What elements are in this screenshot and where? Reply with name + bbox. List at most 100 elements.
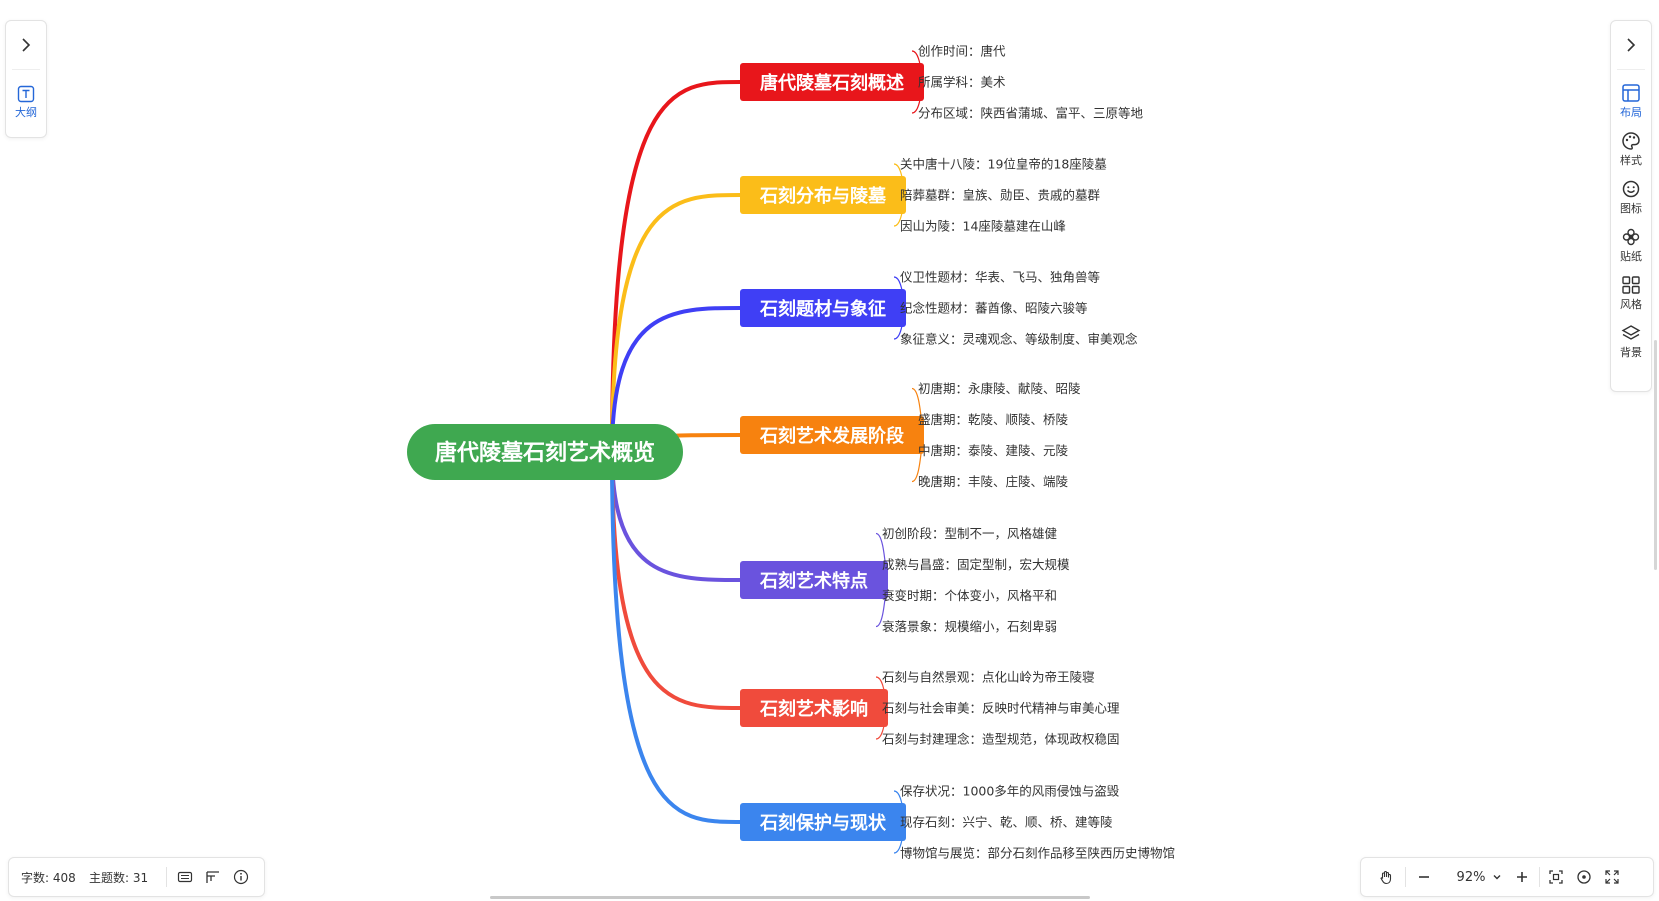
grid-icon: [1622, 276, 1640, 294]
info-icon: [233, 869, 249, 885]
subtopic[interactable]: 所属学科：美术: [918, 75, 1006, 90]
tool-theme-label: 风格: [1620, 298, 1642, 311]
fullscreen-button[interactable]: [1603, 868, 1621, 886]
tool-background[interactable]: 背景: [1611, 323, 1651, 371]
zoom-out-button[interactable]: [1415, 868, 1433, 886]
vertical-scrollbar[interactable]: [1654, 340, 1657, 570]
subtopic[interactable]: 保存状况：1000多年的风雨侵蚀与盗毁: [900, 784, 1120, 799]
hand-icon: [1380, 870, 1392, 885]
branch-topic[interactable]: 石刻题材与象征: [740, 289, 906, 327]
subtopic[interactable]: 盛唐期：乾陵、顺陵、桥陵: [918, 412, 1069, 427]
root-topic-text: 唐代陵墓石刻艺术概览: [435, 440, 655, 466]
topic-nodes: 唐代陵墓石刻艺术概览 唐代陵墓石刻概述创作时间：唐代所属学科：美术分布区域：陕西省…: [407, 44, 1175, 861]
subtopic[interactable]: 中唐期：泰陵、建陵、元陵: [918, 443, 1069, 458]
branch-topic-box: [740, 803, 906, 841]
branch-connector: [610, 306, 742, 454]
subtopic[interactable]: 因山为陵：14座陵墓建在山峰: [900, 219, 1066, 234]
zoom-in-button[interactable]: [1513, 868, 1531, 886]
branch-topic[interactable]: 石刻艺术特点: [740, 561, 888, 599]
subtopic[interactable]: 仪卫性题材：华表、飞马、独角兽等: [900, 270, 1100, 285]
word-count: 字数: 408: [21, 871, 76, 885]
horizontal-scrollbar[interactable]: [490, 896, 1090, 899]
subtopic[interactable]: 创作时间：唐代: [918, 44, 1006, 59]
expand-left-panel-button[interactable]: [6, 25, 46, 65]
zoom-value[interactable]: 92%: [1456, 869, 1486, 885]
subtopic[interactable]: 关中唐十八陵：19位皇帝的18座陵墓: [900, 157, 1107, 172]
branch-topic-box: [740, 416, 924, 454]
subtopic[interactable]: 成熟与昌盛：固定型制，宏大规模: [882, 557, 1070, 572]
subtopic[interactable]: 现存石刻：兴宁、乾、顺、桥、建等陵: [900, 815, 1113, 830]
hand-tool-button[interactable]: [1377, 868, 1395, 886]
branch-connector: [610, 80, 742, 454]
tool-sticker[interactable]: 贴纸: [1611, 227, 1651, 275]
chevron-right-icon: [22, 38, 31, 52]
chevron-down-icon: [1493, 875, 1501, 880]
root-topic[interactable]: 唐代陵墓石刻艺术概览: [407, 424, 683, 480]
keyboard-button[interactable]: [177, 869, 193, 885]
subtopic[interactable]: 衰落景象：规模缩小，石刻卑弱: [882, 619, 1057, 634]
keyboard-icon: [177, 871, 193, 883]
branch-connector: [610, 450, 742, 582]
branch-topic[interactable]: 石刻分布与陵墓: [740, 176, 906, 214]
branch-topic-text: 石刻艺术特点: [759, 570, 868, 592]
tool-sticker-label: 贴纸: [1620, 250, 1642, 263]
tool-layout[interactable]: 布局: [1611, 83, 1651, 131]
branch-topic-box: [740, 63, 924, 101]
tool-theme[interactable]: 风格: [1611, 275, 1651, 323]
subtopic[interactable]: 初唐期：永康陵、献陵、昭陵: [918, 381, 1081, 396]
tool-layout-label: 布局: [1620, 106, 1642, 119]
subtopic[interactable]: 石刻与社会审美：反映时代精神与审美心理: [882, 701, 1120, 716]
root-topic-box: [407, 424, 683, 480]
tool-style-label: 样式: [1620, 154, 1642, 167]
branch-topic[interactable]: 石刻艺术发展阶段: [740, 416, 924, 454]
branch-topic-text: 石刻题材与象征: [759, 298, 886, 320]
tool-background-label: 背景: [1620, 346, 1642, 359]
right-panel: 布局 样式 图标 贴纸 风格: [1610, 20, 1652, 392]
locate-center-button[interactable]: [1575, 868, 1593, 886]
fit-screen-icon: [1549, 870, 1563, 884]
smiley-icon: [1622, 180, 1640, 198]
outline-label: 大纲: [15, 106, 37, 119]
subtopic[interactable]: 象征意义：灵魂观念、等级制度、审美观念: [900, 332, 1138, 347]
outline-button[interactable]: 大纲: [6, 85, 46, 133]
text-box-icon: [17, 85, 35, 103]
branch-topic[interactable]: 石刻艺术影响: [740, 689, 888, 727]
branch-topic-box: [740, 561, 888, 599]
branch-topic-text: 唐代陵墓石刻概述: [760, 72, 904, 94]
branch-topic[interactable]: 石刻保护与现状: [740, 803, 906, 841]
zoom-dropdown-button[interactable]: [1491, 868, 1503, 886]
subtopic[interactable]: 初创阶段：型制不一，风格雄健: [882, 526, 1058, 541]
left-panel: 大纲: [5, 20, 47, 138]
branch-topic-text: 石刻分布与陵墓: [759, 185, 887, 207]
subtopic[interactable]: 分布区域：陕西省蒲城、富平、三原等地: [918, 106, 1144, 121]
subtopic[interactable]: 晚唐期：丰陵、庄陵、端陵: [918, 474, 1069, 489]
branch-topic-text: 石刻艺术发展阶段: [759, 425, 905, 447]
minus-icon: [1419, 876, 1429, 878]
structure-button[interactable]: [205, 869, 221, 885]
layers-icon: [1621, 325, 1641, 340]
branch-connector: [610, 193, 742, 454]
subtopic[interactable]: 陪葬墓群：皇族、勋臣、贵戚的墓群: [900, 188, 1101, 203]
zoom-bar: 92%: [1360, 857, 1654, 897]
branch-topic-box: [740, 176, 906, 214]
collapse-right-panel-button[interactable]: [1611, 25, 1651, 65]
branch-topic-text: 石刻保护与现状: [759, 812, 887, 834]
subtopic[interactable]: 博物馆与展览：部分石刻作品移至陕西历史博物馆: [900, 846, 1175, 861]
tool-icon[interactable]: 图标: [1611, 179, 1651, 227]
subtopic[interactable]: 衰变时期：个体变小，风格平和: [882, 588, 1057, 603]
subtopic[interactable]: 纪念性题材：蕃酋像、昭陵六骏等: [900, 301, 1088, 316]
subtopic[interactable]: 石刻与封建理念：造型规范，体现政权稳固: [882, 732, 1120, 747]
info-button[interactable]: [233, 869, 249, 885]
subtopic[interactable]: 石刻与自然景观：点化山岭为帝王陵寝: [882, 670, 1095, 685]
branch-topic[interactable]: 唐代陵墓石刻概述: [740, 63, 924, 101]
fit-view-button[interactable]: [1547, 868, 1565, 886]
branch-topic-box: [740, 689, 888, 727]
layout-icon: [1622, 84, 1640, 102]
tree-structure-icon: [206, 871, 219, 883]
flower-icon: [1622, 228, 1640, 246]
target-icon: [1577, 870, 1591, 884]
branch-connector: [610, 450, 742, 824]
branch-topic-text: 石刻艺术影响: [759, 698, 868, 720]
tool-style[interactable]: 样式: [1611, 131, 1651, 179]
